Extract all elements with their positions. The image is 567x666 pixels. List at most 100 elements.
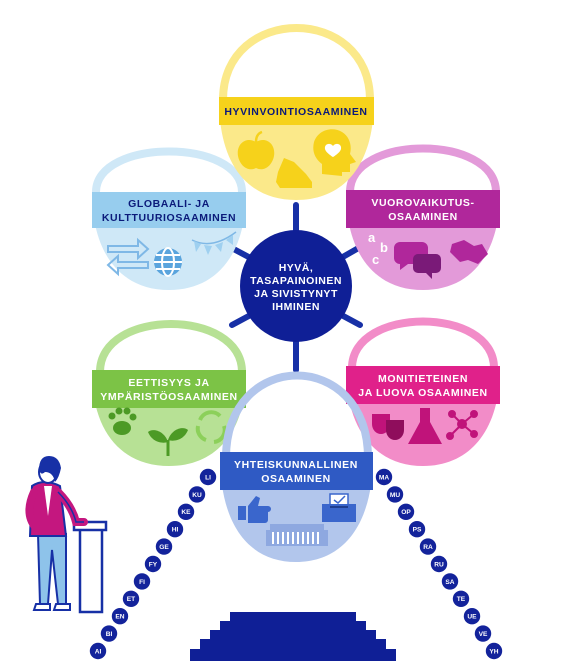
basket-eettisyys: EETTISYYS JA YMPÄRISTÖOSAAMINEN <box>92 320 246 466</box>
basket-band <box>220 452 373 490</box>
subject-bead-label: AI <box>95 648 102 655</box>
subject-bead-left-ai: AI <box>89 642 107 660</box>
recycle-icon <box>195 410 227 444</box>
subject-bead-right-mu: MU <box>386 486 404 503</box>
subject-bead-right-sa: SA <box>441 573 459 590</box>
subject-bead-label: TE <box>457 596 466 603</box>
teacher-figure <box>25 456 108 614</box>
subject-bead-label: OP <box>401 509 411 516</box>
basket-label-line-1: VUOROVAIKUTUS- <box>371 197 474 209</box>
svg-text:b: b <box>380 240 388 255</box>
subject-bead-circle <box>111 608 129 625</box>
basket-band <box>219 97 374 125</box>
subject-bead-circle <box>188 486 206 503</box>
subject-bead-circle <box>177 503 195 520</box>
subject-bead-right-ps: PS <box>408 521 426 538</box>
subject-bead-label: BI <box>106 631 113 638</box>
bunting-flags-icon <box>191 231 237 255</box>
subject-bead-circle <box>441 573 459 590</box>
subject-bead-left-bi: BI <box>100 625 118 642</box>
center-line-2: TASAPAINOINEN <box>250 275 342 287</box>
base-step-3 <box>210 630 376 640</box>
flask-icon <box>408 408 442 444</box>
exchange-arrows-icon <box>106 237 150 277</box>
subject-bead-label: EN <box>115 614 124 621</box>
subject-bead-left-fy: FY <box>144 555 162 573</box>
subject-bead-label: LI <box>205 474 211 481</box>
sprout-icon <box>148 428 188 456</box>
subject-bead-label: PS <box>413 527 422 534</box>
subject-bead-circle <box>375 468 393 486</box>
subject-bead-circle <box>133 573 151 590</box>
subject-bead-left-ku: KU <box>188 486 206 503</box>
subject-bead-label: HI <box>172 527 179 534</box>
subject-bead-right-te: TE <box>452 590 470 607</box>
theater-masks-icon <box>372 414 404 440</box>
subject-bead-right-op: OP <box>397 503 415 520</box>
subject-bead-left-ge: GE <box>155 538 173 555</box>
subject-bead-circle <box>144 555 162 573</box>
letters-icon: a b c <box>368 230 388 267</box>
stepped-base <box>190 612 396 661</box>
subject-bead-circle <box>100 625 118 642</box>
basket-handle <box>96 320 246 373</box>
molecule-icon <box>446 410 478 440</box>
center-line-4: IHMINEN <box>272 301 320 313</box>
base-step-5 <box>190 649 396 661</box>
subject-bead-label: FY <box>149 561 158 568</box>
subject-bead-right-ve: VE <box>474 625 492 642</box>
subject-bead-circle <box>419 538 437 555</box>
subject-bead-circle <box>386 486 404 503</box>
basket-band <box>92 370 246 408</box>
subject-bead-circle <box>452 590 470 607</box>
basket-label-line-1: HYVINVOINTIOSAAMINEN <box>224 106 367 118</box>
basket-handle-inner <box>233 385 361 459</box>
subject-bead-circle <box>89 642 107 660</box>
subject-bead-circle <box>474 625 492 642</box>
thumbs-up-icon <box>238 496 271 523</box>
basket-handle-inner <box>357 155 489 193</box>
subject-bead-left-li: LI <box>199 468 217 486</box>
apple-icon <box>237 130 275 170</box>
basket-handle <box>348 317 498 369</box>
basket-handle <box>222 371 372 459</box>
subject-bead-label: RU <box>434 561 444 568</box>
basket-label-line-1: YHTEISKUNNALLINEN <box>234 459 358 471</box>
subject-bead-circle <box>463 608 481 625</box>
basket-label-line-2: KULTTUURIOSAAMINEN <box>102 212 236 224</box>
parliament-building-icon <box>266 524 328 546</box>
basket-label-line-2: OSAAMINEN <box>388 211 458 223</box>
subject-bead-circle <box>155 538 173 555</box>
basket-handle <box>346 144 500 193</box>
center-hub-circle <box>240 230 352 342</box>
base-step-2 <box>220 621 366 631</box>
basket-label-line-2: YMPÄRISTÖOSAAMINEN <box>100 390 237 403</box>
subject-bead-circle <box>485 642 503 660</box>
paw-print-icon <box>108 407 137 435</box>
subject-bead-label: MA <box>379 474 389 481</box>
subject-bead-label: UE <box>467 614 477 621</box>
basket-label-line-2: OSAAMINEN <box>261 473 331 485</box>
basket-vuorovaikutus: VUOROVAIKUTUS- OSAAMINEN a b c <box>346 144 500 290</box>
subject-bead-right-ru: RU <box>430 555 448 573</box>
svg-text:c: c <box>372 252 379 267</box>
subject-bead-label: MU <box>390 492 400 499</box>
subject-bead-right-ra: RA <box>419 538 437 555</box>
sneaker-icon <box>276 158 312 188</box>
svg-text:a: a <box>368 230 376 245</box>
subject-bead-left-ke: KE <box>177 503 195 520</box>
subject-bead-right-ma: MA <box>375 468 393 486</box>
subject-bead-left-hi: HI <box>166 521 184 538</box>
subject-beads-right: MA MU OP PS RA RU SA TE UE VE YH <box>375 468 503 660</box>
ballot-box-icon <box>322 493 356 522</box>
subject-bead-circle <box>199 468 217 486</box>
basket-label-line-1: GLOBAALI- JA <box>128 198 210 210</box>
subject-bead-circle <box>397 503 415 520</box>
basket-monitieteinen: MONITIETEINEN JA LUOVA OSAAMINEN <box>346 317 500 466</box>
subject-bead-label: SA <box>445 579 454 586</box>
subject-bead-label: GE <box>159 544 169 551</box>
subject-bead-label: YH <box>489 648 498 655</box>
